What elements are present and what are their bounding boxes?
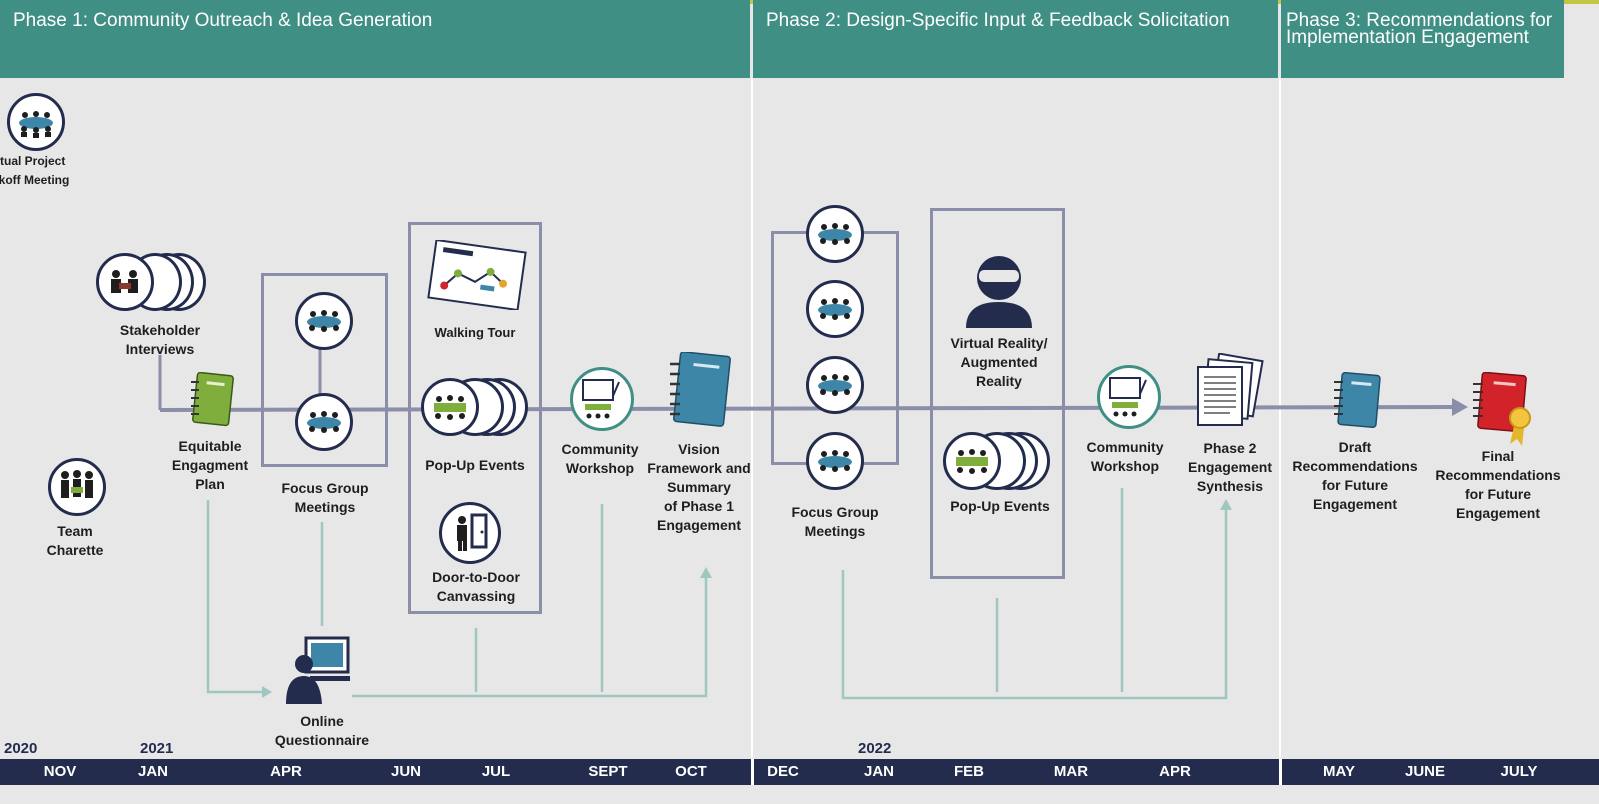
- group-meeting-icon: [806, 432, 864, 490]
- team-charette-label: Team Charette: [46, 523, 104, 558]
- notebook-icon: [667, 351, 731, 428]
- year-label: 2020: [4, 740, 38, 757]
- vr-headset-icon: [962, 252, 1036, 328]
- phase2-events-box: [930, 208, 1065, 579]
- focus-group-box-1: [261, 273, 388, 467]
- month-label: JUNE: [1404, 763, 1445, 780]
- equitable-plan-label: Equitable Engagment Plan: [171, 438, 249, 492]
- month-label: APR: [270, 763, 302, 780]
- month-label: SEPT: [588, 763, 628, 780]
- month-label: MAR: [1053, 763, 1089, 780]
- group-meeting-icon: [7, 93, 65, 151]
- focus-group-1-label: Focus Group Meetings: [281, 480, 369, 515]
- walking-tour-label: Walking Tour: [434, 325, 516, 340]
- month-label: JAN: [137, 763, 168, 780]
- month-label: OCT: [675, 763, 707, 780]
- group-meeting-icon: [806, 205, 864, 263]
- phase1-events-box: [408, 222, 542, 614]
- month-label: NOV: [43, 763, 77, 780]
- phase-3-header: Phase 3: Recommendations for Implementat…: [1281, 0, 1564, 78]
- month-label: JUN: [390, 763, 421, 780]
- interview-icon: [96, 253, 154, 311]
- group-meeting-icon: [806, 356, 864, 414]
- year-label: 2022: [858, 740, 892, 757]
- door-to-door-label: Door-to-Door Canvassing: [432, 569, 520, 604]
- community-workshop-2-label: Community Workshop: [1086, 439, 1164, 474]
- award-ribbon-icon: [1470, 371, 1542, 448]
- popup-2-label: Pop-Up Events: [950, 498, 1050, 514]
- workshop-icon: [1097, 365, 1161, 429]
- month-label: JULY: [1500, 763, 1538, 780]
- community-workshop-1-label: Community Workshop: [561, 441, 639, 476]
- focus-group-2-label: Focus Group Meetings: [791, 504, 879, 539]
- month-label: APR: [1159, 763, 1191, 780]
- group-meeting-icon: [295, 292, 353, 350]
- group-meeting-icon: [421, 378, 479, 436]
- computer-user-icon: [280, 634, 356, 706]
- stakeholder-label: Stakeholder Interviews: [119, 322, 201, 357]
- month-label: MAY: [1323, 763, 1355, 780]
- month-label: JAN: [863, 763, 894, 780]
- phase-1-header: Phase 1: Community Outreach & Idea Gener…: [0, 0, 750, 78]
- draft-recommendations-label: Draft Recommendations for Future Engagem…: [1292, 439, 1418, 512]
- timeline-bar: [0, 759, 1599, 785]
- kickoff-label: irtual Project ckoff Meeting: [0, 154, 70, 187]
- popup-1-label: Pop-Up Events: [425, 457, 525, 473]
- online-questionnaire-label: Online Questionnaire: [274, 713, 370, 748]
- phase2-synthesis-label: Phase 2 Engagement Synthesis: [1187, 440, 1272, 494]
- month-label: DEC: [767, 763, 799, 780]
- workshop-icon: [570, 367, 634, 431]
- phase-1-label: Phase 1: Community Outreach & Idea Gener…: [13, 10, 433, 31]
- timeline-divider: [1279, 759, 1282, 785]
- phase-2-label: Phase 2: Design-Specific Input & Feedbac…: [766, 10, 1230, 31]
- month-label: JUL: [481, 763, 511, 780]
- vision-framework-label: Vision Framework and Summary of Phase 1 …: [647, 441, 751, 533]
- month-label: FEB: [954, 763, 984, 780]
- year-label: 2021: [140, 740, 174, 757]
- group-meeting-icon: [943, 432, 1001, 490]
- notebook-icon: [1332, 371, 1382, 430]
- timeline-divider: [751, 759, 754, 785]
- group-meeting-icon: [295, 393, 353, 451]
- group-meeting-icon: [806, 280, 864, 338]
- phase-2-header: Phase 2: Design-Specific Input & Feedbac…: [753, 0, 1278, 78]
- documents-icon: [1190, 352, 1264, 433]
- notebook-icon: [189, 371, 235, 428]
- final-recommendations-label: Final Recommendations for Future Engagem…: [1435, 448, 1561, 521]
- team-charette-icon: [48, 458, 106, 516]
- walking-map-icon: [426, 238, 528, 312]
- door-icon: [439, 502, 501, 564]
- vr-ar-label: Virtual Reality/ Augmented Reality: [950, 335, 1048, 389]
- focus-group-box-2: [771, 231, 899, 465]
- phase-3-label: Phase 3: Recommendations for Implementat…: [1286, 10, 1553, 48]
